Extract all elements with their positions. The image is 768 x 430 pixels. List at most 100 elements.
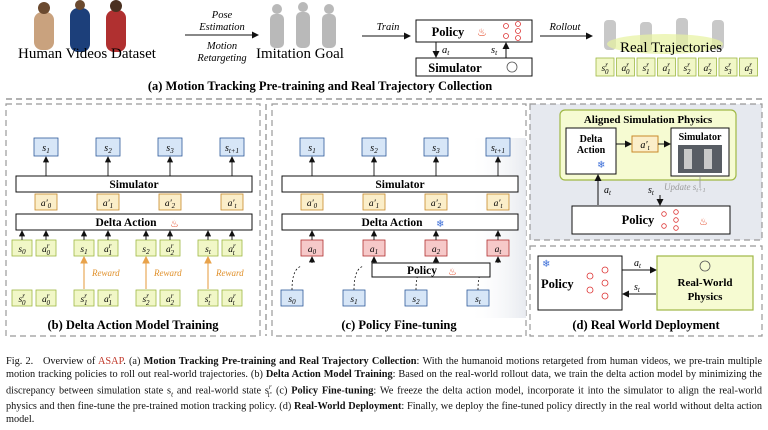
delta-output-label: a′0: [41, 199, 52, 210]
train-label: Train: [377, 22, 400, 33]
caption-fig-no: Fig. 2.: [6, 356, 34, 367]
delta-output-box: [424, 193, 448, 211]
policy-bar: [371, 262, 491, 278]
network-icon: [503, 21, 521, 41]
sim-state-label: s3: [432, 143, 440, 155]
fire-icon: ♨: [477, 27, 487, 39]
motion-retargeting-label: Motion: [206, 41, 237, 52]
caption-b-text: : Based on the real-world rollout data, …: [6, 368, 762, 397]
real-action-box: [35, 289, 57, 307]
caption-d-bold: Real-World Deployment: [294, 401, 402, 413]
sim-state-box: [423, 137, 449, 157]
aligned-at-label: at: [604, 185, 612, 197]
caption-d-text: : Finally, we deploy the fine-tuned poli…: [6, 401, 763, 425]
real-state-box: [73, 289, 95, 307]
simulator-bar: [281, 175, 519, 193]
policy-bar-label: Policy: [407, 265, 437, 277]
caption-a-text: : With the humanoid motions retargeted f…: [6, 356, 763, 380]
sim-state-input-label: st: [205, 245, 212, 256]
physics-label: Physics: [688, 291, 724, 303]
figure-caption: Fig. 2. Overview of ASAP. (a) Motion Tra…: [6, 356, 763, 425]
trajectory-token: [595, 57, 615, 77]
imitation-goal-label: Imitation Goal: [256, 46, 344, 62]
policy-action-label: a0: [308, 245, 317, 256]
real-trajectories-label: Real Trajectories: [620, 40, 722, 56]
delta-output-box: [362, 193, 386, 211]
fire-icon-aligned: ♨: [699, 217, 708, 228]
simulator-bar: [15, 175, 253, 193]
delta-output-box: [486, 193, 510, 211]
simulator-bar-label: Simulator: [375, 179, 424, 191]
aligned-simulator-label: Simulator: [679, 132, 722, 143]
human-video-figures: [34, 0, 126, 52]
deploy-policy-box: [537, 255, 623, 311]
pose-estimation-label: Pose: [211, 10, 233, 21]
policy-action-label: a1: [370, 245, 378, 256]
atom-icon: [506, 61, 518, 73]
aligned-delta-label-2: Action: [577, 145, 606, 156]
caption-b-text3: . (c): [269, 385, 292, 397]
panel-a: Human Videos Dataset Pose Estimation Mot…: [18, 0, 758, 93]
sim-state-box: [157, 137, 183, 157]
panel-d-title: (d) Real World Deployment: [572, 318, 720, 332]
delta-action-bar-label: Delta Action: [95, 217, 157, 229]
reward-label: Reward: [215, 268, 244, 278]
trajectory-token: [718, 57, 738, 77]
caption-a-bold: Motion Tracking Pre-training and Real Tr…: [143, 356, 417, 367]
real-action-box: [97, 289, 119, 307]
motion-retargeting-label-2: Retargeting: [196, 53, 246, 64]
sim-state-box: [299, 137, 325, 157]
sim-state-box: [33, 137, 59, 157]
delta-action-bar-label: Delta Action: [361, 217, 423, 229]
panel-a-title: (a) Motion Tracking Pre-training and Rea…: [148, 79, 492, 93]
sim-state-box: [485, 137, 511, 157]
panel-aligned-physics: Aligned Simulation Physics Delta Action …: [529, 103, 763, 241]
network-icon-deploy: [586, 266, 609, 300]
sim-state-box: [361, 137, 387, 157]
delta-output-label: a′1: [103, 199, 113, 210]
deploy-st-label: st: [634, 282, 641, 294]
real-action-box: [159, 289, 181, 307]
delta-action-bar: [15, 213, 253, 231]
pose-estimation-label-2: Estimation: [198, 22, 245, 33]
snowflake-icon-deploy: ❄: [542, 259, 550, 270]
real-robot-figures: [604, 18, 724, 54]
deploy-at-label: at: [634, 258, 642, 270]
simulator-label-a: Simulator: [428, 61, 482, 75]
sim-state-label: st+1: [491, 143, 505, 155]
sim-state-box: [219, 137, 245, 157]
aligned-delta-at-label: a′t: [640, 140, 650, 152]
panel-c-title: (c) Policy Fine-tuning: [341, 318, 457, 332]
real-state-box: [197, 289, 219, 307]
state-input-label: st: [475, 295, 482, 306]
atom-icon-deploy: [699, 260, 711, 272]
trajectory-token: [657, 57, 676, 77]
sim-state-label: s2: [370, 143, 378, 155]
caption-c-text: : We freeze the delta action model, inco…: [6, 385, 762, 413]
caption-asap-link[interactable]: ASAP: [98, 356, 124, 367]
aligned-policy-box: [571, 205, 731, 235]
sim-state-label: s1: [42, 143, 49, 155]
sim-state-input-label: s1: [80, 245, 87, 256]
network-icon-aligned: [661, 209, 679, 231]
delta-output-label: a′0: [307, 199, 318, 210]
trajectory-token: [616, 57, 635, 77]
state-input-label: s1: [350, 295, 357, 306]
aligned-delta-box: [565, 127, 617, 175]
trajectory-token: [636, 57, 656, 77]
sim-state-input-label: s2: [142, 245, 150, 256]
